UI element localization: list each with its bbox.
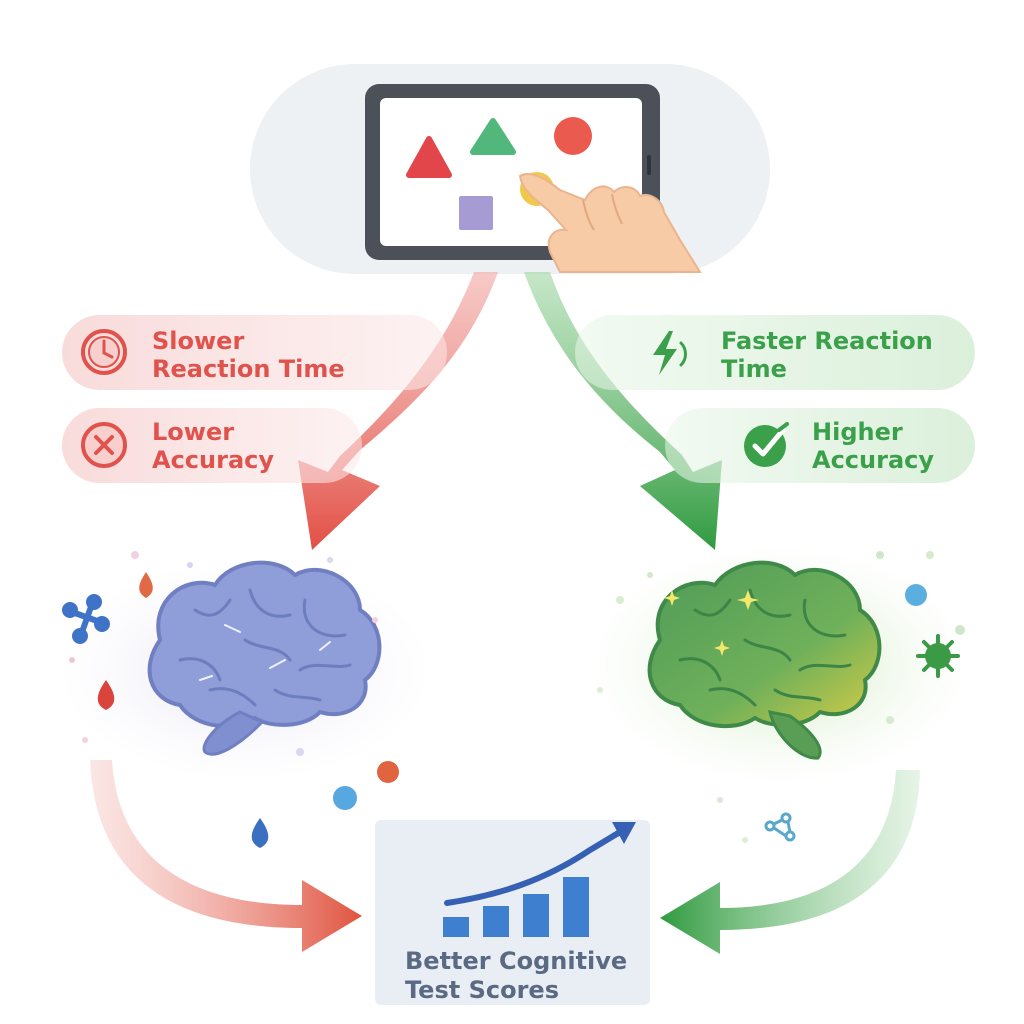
red-arrow-down bbox=[298, 272, 498, 550]
drop-icon-red bbox=[97, 680, 115, 710]
lower-accuracy-pill: Lower Accuracy bbox=[62, 408, 362, 483]
triangle-shape-red bbox=[406, 136, 452, 178]
better-scores-label: Better Cognitive Test Scores bbox=[405, 947, 628, 1004]
circle-shape-red bbox=[554, 117, 592, 155]
triangle-shape-green bbox=[470, 118, 516, 155]
slower-reaction-label: Slower Reaction Time bbox=[152, 327, 345, 383]
score-bar-2 bbox=[483, 906, 509, 937]
trend-arrowhead bbox=[612, 822, 636, 844]
clock-icon bbox=[81, 329, 127, 375]
score-bar-1 bbox=[443, 917, 469, 937]
left-molecule-icon bbox=[62, 594, 110, 644]
higher-accuracy-pill: Higher Accuracy bbox=[665, 408, 975, 483]
left-brain-icon bbox=[147, 560, 382, 756]
right-brain-icon bbox=[647, 560, 882, 760]
score-bar-3 bbox=[523, 894, 549, 937]
lower-accuracy-label: Lower Accuracy bbox=[152, 418, 275, 474]
virus-icon bbox=[916, 634, 960, 678]
score-bar-4 bbox=[563, 877, 589, 937]
x-circle-icon bbox=[81, 422, 127, 468]
small-molecule-icon bbox=[764, 812, 796, 842]
slower-reaction-pill: Slower Reaction Time bbox=[62, 315, 447, 390]
dot-blue-right bbox=[905, 584, 927, 606]
pointing-hand-icon bbox=[518, 172, 702, 273]
drop-icon-blue bbox=[251, 818, 269, 848]
cognitive-scores-box bbox=[375, 820, 650, 1005]
drop-icon-orange bbox=[139, 572, 153, 598]
square-shape-purple bbox=[459, 196, 493, 230]
higher-accuracy-label: Higher Accuracy bbox=[812, 418, 935, 474]
check-circle-icon bbox=[744, 422, 789, 467]
dot-orange bbox=[377, 761, 399, 783]
faster-reaction-label: Faster Reaction Time bbox=[721, 327, 933, 383]
faster-reaction-pill: Faster Reaction Time bbox=[575, 315, 975, 390]
lightning-icon bbox=[653, 331, 687, 375]
trend-line bbox=[444, 829, 623, 906]
green-arrow-down bbox=[524, 272, 722, 550]
green-arrow-to-scores bbox=[660, 770, 920, 954]
dot-blue bbox=[333, 786, 357, 810]
red-arrow-to-scores bbox=[90, 760, 362, 952]
